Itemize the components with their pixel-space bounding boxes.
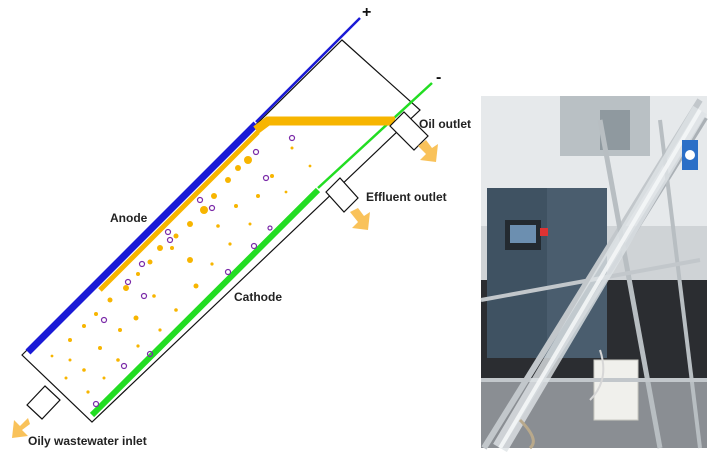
oil-outlet-pipe (389, 111, 429, 151)
effluent-outlet-label: Effluent outlet (366, 190, 447, 204)
oil-channel (253, 116, 395, 134)
anode-label: Anode (110, 211, 148, 225)
inlet-label: Oily wastewater inlet (28, 434, 147, 448)
cathode-label: Cathode (234, 290, 282, 304)
inlet-pipe (26, 385, 61, 420)
oil-droplets (50, 146, 312, 394)
minus-sign: - (436, 69, 441, 86)
gas-bubbles (92, 134, 296, 408)
inlet-arrow (12, 418, 30, 438)
cathode-lead (317, 82, 433, 189)
plus-sign: + (362, 4, 371, 21)
apparatus-photo (480, 96, 708, 452)
anode-lead (255, 17, 361, 123)
effluent-outlet-arrow (350, 208, 370, 230)
cathode-plate (89, 187, 321, 418)
effluent-outlet-pipe (325, 177, 359, 213)
oil-layer (98, 130, 260, 292)
reactor-body (21, 39, 421, 423)
oil-outlet-arrow (418, 140, 438, 162)
anode-plate (25, 121, 259, 355)
oil-outlet-label: Oil outlet (419, 117, 471, 131)
